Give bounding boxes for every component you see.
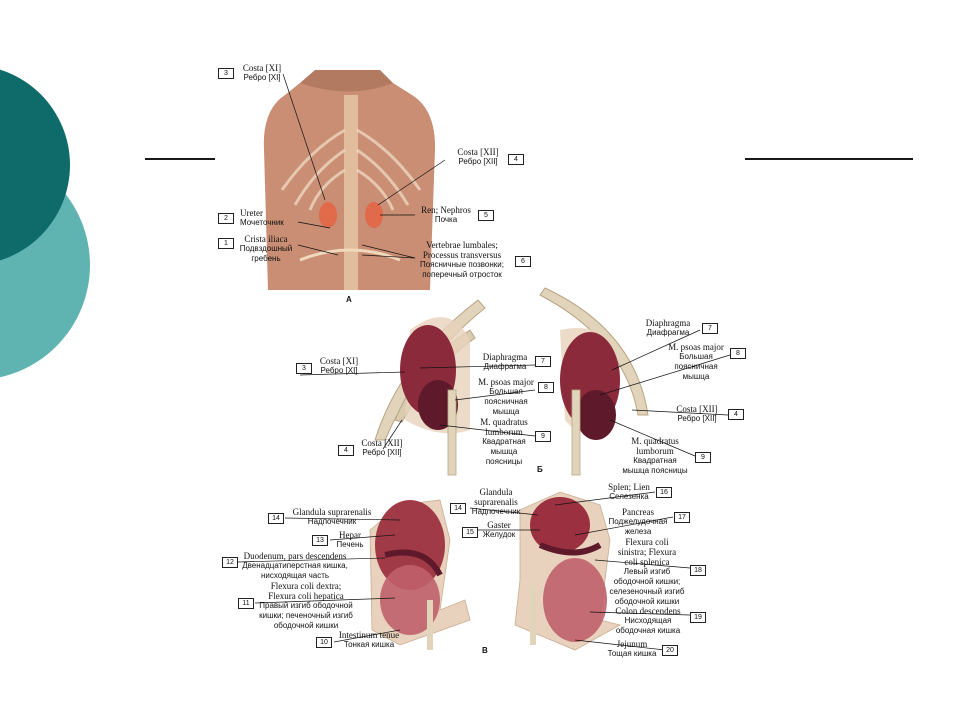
number-box-4-b-left: 4 [338,445,354,456]
number-box-12: 12 [222,557,238,568]
number-box-10: 10 [316,637,332,648]
number-box-7-b-left: 7 [535,356,551,367]
number-box-15: 15 [462,527,478,538]
number-box-6: 6 [515,256,531,267]
title-rule-left [145,158,215,160]
panel-c-organs [369,491,622,651]
number-box-18: 18 [690,565,706,576]
number-box-14-c-left: 14 [268,513,284,524]
number-box-20: 20 [662,645,678,656]
number-box-8-b-left: 8 [538,382,554,393]
number-box-8-b-right: 8 [730,348,746,359]
label-costa-xi-b: Costa [XI]Ребро [XI] [319,356,359,375]
number-box-13: 13 [312,535,328,546]
number-box-3: 3 [218,68,234,79]
panel-label-c: В [482,646,488,655]
number-box-9-b-right: 9 [695,452,711,463]
number-box-7-b-right: 7 [702,323,718,334]
number-box-11: 11 [238,598,254,609]
panel-a-torso [263,70,436,290]
panel-b-kidneys [374,287,649,476]
number-box-2: 2 [218,213,234,224]
label-costa-xii-b-right: Costa [XII]Ребро [XII] [676,404,718,423]
slide-decoration [0,69,90,378]
dark-teal-circle [0,69,70,261]
number-box-4: 4 [508,154,524,165]
label-flexura-coli-dextra: Flexura coli dextra;Flexura coli hepatic… [259,581,353,630]
number-box-3-b: 3 [296,363,312,374]
number-box-16: 16 [656,487,672,498]
panel-label-a: А [346,295,352,304]
title-rule-right [745,158,913,160]
number-box-1: 1 [218,238,234,249]
label-costa-xii: Costa [XII]Ребро [XII] [457,147,499,166]
number-box-5: 5 [478,210,494,221]
number-box-14-c-right: 14 [450,503,466,514]
number-box-4-b-right: 4 [728,409,744,420]
label-costa-xii-b-left: Costa [XII]Ребро [XII] [361,438,403,457]
number-box-17: 17 [674,512,690,523]
label-vertebrae-lumbales: Vertebrae lumbales;Processus transversus… [419,240,504,279]
label-costa-xi: Costa [XI]Ребро [XI] [242,63,282,82]
number-box-9-b-left: 9 [535,431,551,442]
panel-label-b: Б [537,465,543,474]
number-box-19: 19 [690,612,706,623]
